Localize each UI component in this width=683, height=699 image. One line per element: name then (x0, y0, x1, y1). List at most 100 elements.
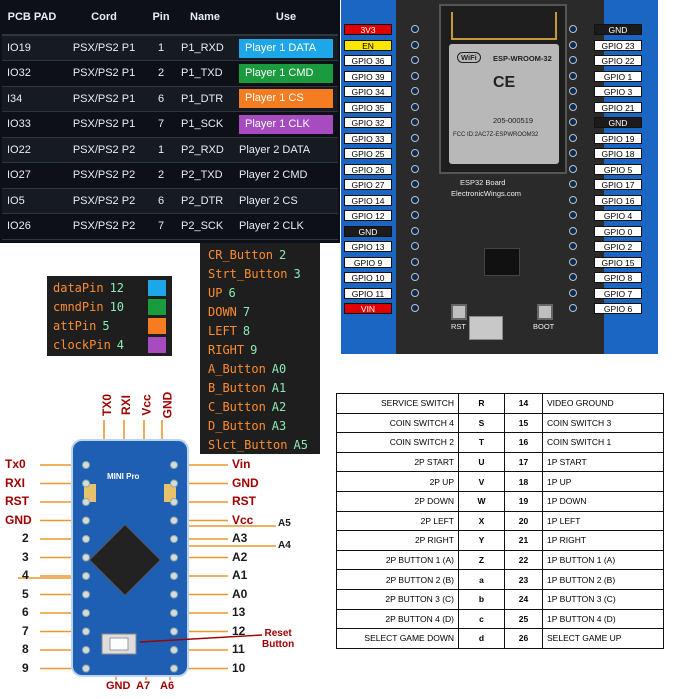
button-pin-value: 9 (250, 343, 257, 357)
pcb-cell-use: Player 2 CS (234, 188, 338, 214)
connector-row: 2P UPV181P UP (337, 472, 664, 492)
esp32-pin-hole (569, 118, 577, 126)
arduino-top-label: GND (160, 392, 174, 419)
esp32-pin-hole (411, 103, 419, 111)
connector-right-function: 1P LEFT (543, 511, 664, 531)
pcb-cell-cord: PSX/PS2 P1 (62, 35, 146, 61)
esp32-right-pin-label: GPIO 8 (594, 272, 642, 283)
arduino-left-label: 4 (22, 568, 29, 582)
arduino-left-label: RST (5, 494, 29, 508)
pcb-cell-pin: 7 (146, 112, 176, 138)
esp32-left-pin-label: GPIO 9 (344, 257, 392, 268)
connector-pin-number: 26 (505, 629, 543, 649)
arduino-left-label: Tx0 (5, 457, 26, 471)
arduino-pin-hole (171, 462, 178, 469)
pcb-pad-table: PCB PAD Cord Pin Name Use IO19PSX/PS2 P1… (0, 0, 340, 243)
connector-pin-letter: b (459, 589, 505, 609)
connector-left-function: 2P BUTTON 4 (D) (337, 609, 459, 629)
pcb-header-pad: PCB PAD (2, 0, 62, 35)
arduino-right-label: 10 (232, 661, 245, 675)
esp32-left-pin-label: GPIO 11 (344, 288, 392, 299)
arduino-pin-hole (83, 536, 90, 543)
arduino-pin-hole (83, 462, 90, 469)
esp32-pin-hole (569, 289, 577, 297)
connector-left-function: 2P DOWN (337, 491, 459, 511)
pcb-cell-name: P2_TXD (176, 163, 234, 189)
arduino-bottom-label: GND (106, 680, 130, 692)
esp32-pin-hole (411, 72, 419, 80)
pcb-cell-pad: IO19 (2, 35, 62, 61)
connector-left-function: 2P LEFT (337, 511, 459, 531)
boot-label: BOOT (533, 322, 554, 331)
connector-row: 2P RIGHTY211P RIGHT (337, 531, 664, 551)
arduino-pin-hole (83, 480, 90, 487)
wifi-logo: WiFi (457, 52, 481, 63)
arduino-right-label: A1 (232, 568, 247, 582)
connector-row: 2P LEFTX201P LEFT (337, 511, 664, 531)
pcb-header-pin: Pin (146, 0, 176, 35)
connector-right-function: COIN SWITCH 1 (543, 433, 664, 453)
pin-color-swatch (148, 280, 166, 296)
esp32-left-pin-label: GPIO 27 (344, 179, 392, 190)
pcb-table-row: IO5PSX/PS2 P26P2_DTRPlayer 2 CS (2, 188, 338, 214)
connector-left-function: 2P UP (337, 472, 459, 492)
pcb-cell-pin: 2 (146, 163, 176, 189)
esp32-left-pin-label: GPIO 25 (344, 148, 392, 159)
pcb-cell-pin: 2 (146, 61, 176, 87)
connector-pin-letter: d (459, 629, 505, 649)
esp32-pin-hole (569, 134, 577, 142)
connector-pin-number: 23 (505, 570, 543, 590)
esp32-right-pin-label: GPIO 6 (594, 303, 642, 314)
arduino-a4-label: A4 (278, 540, 291, 551)
connector-right-function: 1P START (543, 452, 664, 472)
esp32-right-pin-label: GPIO 2 (594, 241, 642, 252)
pcb-use-label: Player 1 CLK (239, 115, 333, 134)
reset-button-label: Reset Button (262, 628, 294, 650)
module-name: ESP-WROOM-32 (493, 54, 552, 63)
esp32-pin-hole (569, 87, 577, 95)
connector-left-function: COIN SWITCH 2 (337, 433, 459, 453)
esp32-right-pin-label: GPIO 21 (594, 102, 642, 113)
esp32-right-pin-label: GPIO 22 (594, 55, 642, 66)
connector-pin-number: 21 (505, 531, 543, 551)
rst-label: RST (451, 322, 466, 331)
pcb-cell-name: P1_RXD (176, 35, 234, 61)
arduino-pin-hole (171, 665, 178, 672)
arduino-pin-hole (171, 647, 178, 654)
connector-left-function: COIN SWITCH 4 (337, 413, 459, 433)
pin-constant-row: dataPin12 (53, 278, 166, 297)
pcb-cell-pad: I34 (2, 86, 62, 112)
pin-constant-row: attPin5 (53, 316, 166, 335)
board-site: ElectronicWings.com (451, 189, 521, 198)
pcb-cell-name: P2_RXD (176, 137, 234, 163)
esp32-right-pin-label: GPIO 7 (594, 288, 642, 299)
boot-button[interactable] (537, 304, 553, 320)
arduino-left-label: RXI (5, 476, 25, 490)
arduino-pin-hole (171, 480, 178, 487)
connector-row: 2P BUTTON 3 (C)b241P BUTTON 3 (C) (337, 589, 664, 609)
rst-button[interactable] (451, 304, 467, 320)
connector-pin-number: 16 (505, 433, 543, 453)
pcb-cell-use: Player 1 CLK (234, 112, 338, 138)
esp32-pin-hole (411, 41, 419, 49)
connector-pin-letter: a (459, 570, 505, 590)
esp32-right-pin-label: GPIO 1 (594, 71, 642, 82)
esp32-pin-hole (411, 273, 419, 281)
pcb-header-cord: Cord (62, 0, 146, 35)
button-pin-name: A_Button (208, 362, 266, 376)
arduino-bottom-label: A7 (136, 680, 150, 692)
esp32-pin-hole (411, 258, 419, 266)
connector-right-function: SELECT GAME UP (543, 629, 664, 649)
pcb-use-label: Player 2 CS (239, 195, 298, 207)
arduino-right-label: A2 (232, 550, 247, 564)
pcb-cell-pin: 7 (146, 214, 176, 240)
connector-right-function: 1P DOWN (543, 491, 664, 511)
arduino-pin-hole (83, 573, 90, 580)
pcb-table-row: IO19PSX/PS2 P11P1_RXDPlayer 1 DATA (2, 35, 338, 61)
arduino-right-label: A0 (232, 587, 247, 601)
pin-constant-name: attPin (53, 319, 96, 333)
pcb-cell-use: Player 1 CMD (234, 61, 338, 87)
connector-right-function: COIN SWITCH 3 (543, 413, 664, 433)
esp32-pin-hole (411, 165, 419, 173)
pcb-cell-pin: 6 (146, 86, 176, 112)
